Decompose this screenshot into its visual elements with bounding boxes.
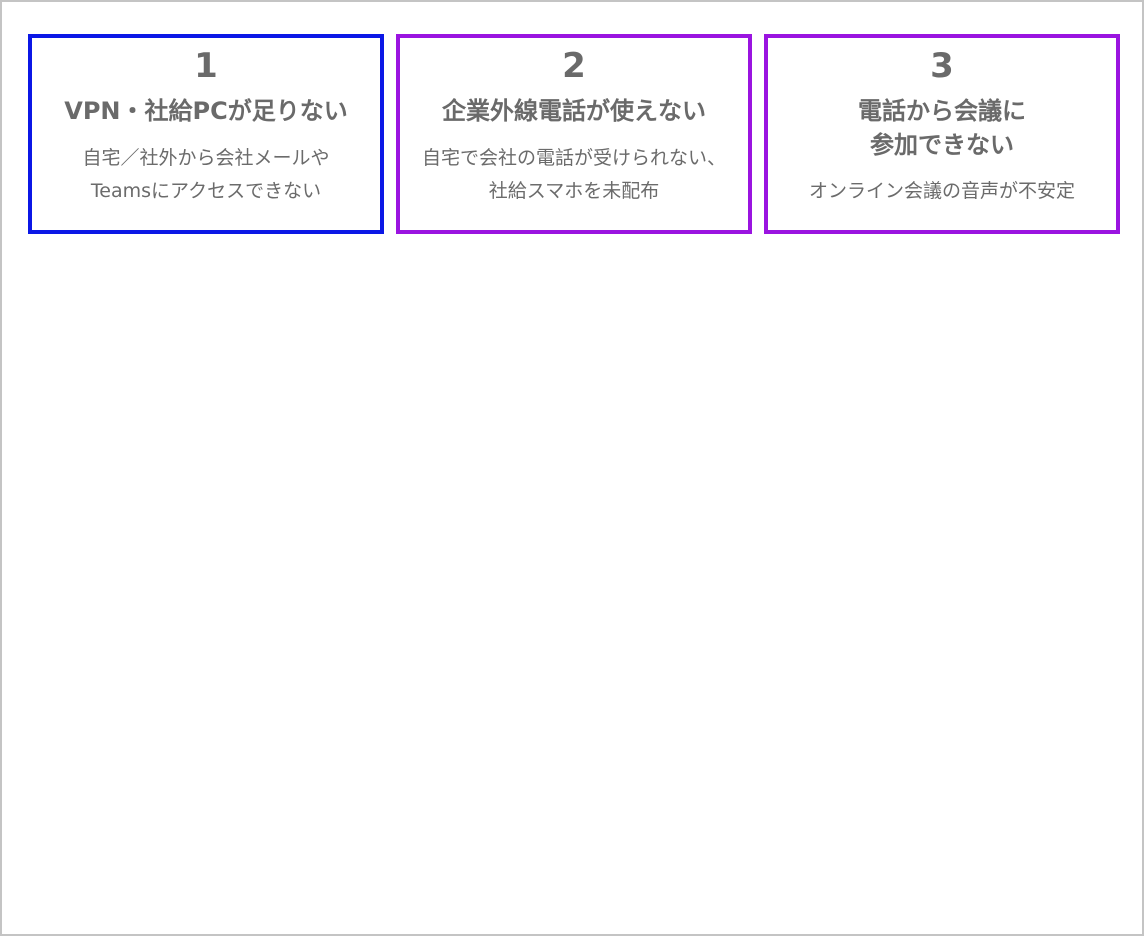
card-description: オンライン会議の音声が不安定 [768, 175, 1116, 208]
card-number: 1 [194, 46, 218, 86]
card-title-line: 参加できない [870, 131, 1014, 159]
card-description: 自宅で会社の電話が受けられない、 社給スマホを未配布 [400, 142, 748, 208]
card-title-line: 電話から会議に [858, 97, 1026, 125]
card-description-line: Teamsにアクセスできない [90, 180, 322, 202]
card-description-line: 社給スマホを未配布 [488, 180, 660, 202]
card-description-line: オンライン会議の音声が不安定 [808, 180, 1075, 202]
card-title: 企業外線電話が使えない [400, 94, 748, 128]
card-title-line: 企業外線電話が使えない [442, 97, 706, 125]
card-title: 電話から会議に 参加できない [768, 94, 1116, 162]
card-description: 自宅／社外から会社メールや Teamsにアクセスできない [32, 142, 380, 208]
card-description-line: 自宅／社外から会社メールや [82, 147, 330, 169]
card-number: 2 [562, 46, 586, 86]
card-2: 2 企業外線電話が使えない 自宅で会社の電話が受けられない、 社給スマホを未配布 [396, 34, 752, 234]
card-3: 3 電話から会議に 参加できない オンライン会議の音声が不安定 [764, 34, 1120, 234]
card-number: 3 [930, 46, 954, 86]
card-title: VPN・社給PCが足りない [32, 94, 380, 128]
card-title-line: VPN・社給PCが足りない [64, 97, 348, 125]
card-description-line: 自宅で会社の電話が受けられない、 [421, 147, 726, 169]
card-1: 1 VPN・社給PCが足りない 自宅／社外から会社メールや Teamsにアクセス… [28, 34, 384, 234]
